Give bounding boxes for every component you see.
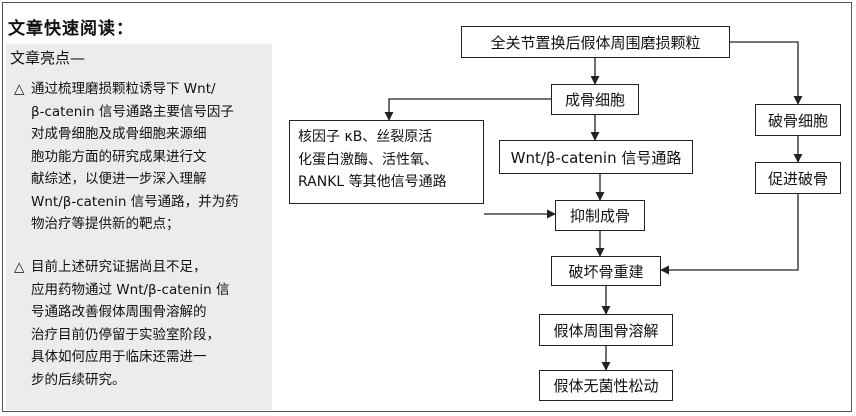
figure-frame	[2, 2, 852, 412]
highlight-1-line-2: β-catenin 信号通路主要信号因子	[31, 103, 234, 120]
highlight-2-line-4: 治疗目前仍停留于实验室阶段，	[31, 326, 220, 343]
other-pathways-line-2: 化蛋白激酶、活性氧、	[298, 151, 438, 168]
arrow-top-to-osteoclast	[730, 41, 803, 105]
box-inhibit-formation: 抑制成骨	[555, 200, 645, 231]
highlight-2-line-1: △目前上述研究证据尚且不足，	[14, 256, 207, 279]
other-pathways-line-1: 核因子 κB、丝裂原活	[298, 129, 433, 145]
box-other-pathways: 核因子 κB、丝裂原活 化蛋白激酶、活性氧、 RANKL 等其他信号通路	[289, 120, 484, 204]
box-osteoclast: 破骨细胞	[755, 104, 841, 136]
box-disrupt-remodeling: 破坏骨重建	[551, 256, 661, 286]
box-periprosthetic-osteolysis: 假体周围骨溶解	[539, 314, 673, 346]
triangle-bullet-icon: △	[14, 81, 25, 97]
box-wear-particles: 全关节置换后假体周围磨损颗粒	[461, 26, 730, 58]
box-wnt-pathway: Wnt/β-catenin 信号通路	[499, 140, 693, 174]
box-aseptic-loosening: 假体无菌性松动	[539, 370, 673, 401]
highlight-2-line-3: 号通路改善假体周围骨溶解的	[31, 304, 207, 320]
highlight-2-line-5: 具体如何应用于临床还需进一	[31, 349, 207, 365]
highlight-1-line-7: 物治疗等提供新的靶点；	[31, 216, 180, 232]
highlight-1-line-6: Wnt/β-catenin 信号通路，并为药	[31, 193, 239, 210]
highlight-1-line-1: △通过梳理磨损颗粒诱导下 Wnt/	[14, 78, 216, 101]
triangle-bullet-icon: △	[14, 259, 25, 275]
other-pathways-line-3: RANKL 等其他信号通路	[298, 174, 447, 190]
highlight-2-line-6: 步的后续研究。	[31, 371, 126, 388]
arrow-osteoblast-to-factors	[384, 98, 551, 121]
highlight-1-line-4: 胞功能方面的研究成果进行文	[31, 148, 207, 165]
highlights-panel	[6, 44, 272, 410]
highlights-title: 文章亮点—	[10, 49, 86, 67]
arrow-promote-to-destroy	[660, 194, 799, 275]
box-osteoblast: 成骨细胞	[551, 84, 639, 115]
highlight-2-line-2: 应用药物通过 Wnt/β-catenin 信	[31, 281, 230, 298]
highlight-1-line-5: 献综述，以便进一步深入理解	[31, 171, 207, 187]
box-promote-resorption: 促进破骨	[755, 162, 841, 194]
page-heading: 文章快速阅读：	[8, 19, 134, 39]
highlight-1-line-3: 对成骨细胞及成骨细胞来源细	[31, 126, 207, 142]
